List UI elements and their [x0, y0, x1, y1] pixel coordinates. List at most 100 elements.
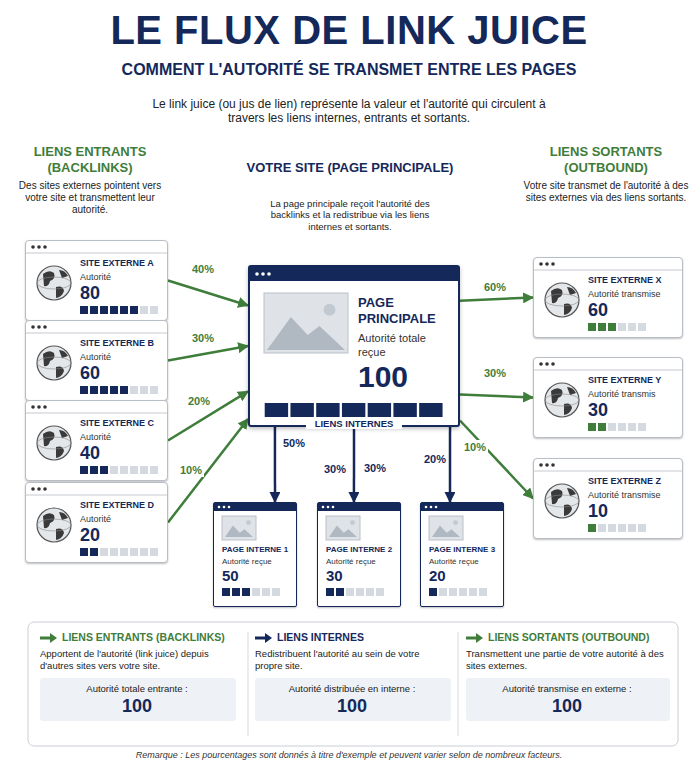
percentage-label: 30% [322, 462, 348, 476]
authority-value: 60 [80, 363, 162, 384]
authority-caption: Autorité totale reçue [358, 331, 450, 359]
summary-text: Transmettent une partie de votre autorit… [466, 648, 668, 672]
external-site-card: SITE EXTERNE C Autorité40 [25, 400, 168, 481]
authority-caption: Autorité reçue [326, 557, 396, 567]
authority-caption: Autorité [80, 271, 162, 283]
authority-value: 30 [326, 567, 396, 585]
external-site-card: SITE EXTERNE YAutorité transmis30 [533, 357, 683, 438]
site-name: SITE EXTERNE B [80, 338, 162, 349]
column-description: Des sites externes pointent vers votre s… [10, 180, 170, 216]
percentage-label: 20% [186, 394, 212, 408]
text-group: Autorité transmise en externe :100 [470, 683, 666, 717]
site-name: SITE EXTERNE A [80, 258, 162, 269]
stat-caption: Autorité transmise en externe : [470, 683, 664, 695]
site-name: SITE EXTERNE D [80, 500, 162, 511]
authority-bar [80, 548, 160, 556]
authority-bar [80, 466, 160, 474]
column-heading: LIENS ENTRANTS (BACKLINKS) [8, 144, 172, 175]
authority-caption: Autorité transmis [588, 388, 677, 400]
authority-caption: Autorité transmise [588, 489, 677, 501]
text-group: SITE EXTERNE X Autorité transmise60 [534, 258, 682, 323]
column-heading: LIENS SORTANTS (OUTBOUND) [520, 144, 692, 175]
authority-value: 20 [429, 567, 499, 585]
authority-value: 100 [358, 359, 450, 395]
authority-value: 20 [80, 525, 162, 546]
text-group: PAGE PRINCIPALE Autorité totale reçue100 [250, 267, 458, 395]
internal-page-box: PAGE INTERNE 2 Autorité reçue30 [317, 502, 401, 607]
text-group: SITE EXTERNE BAutorité60 [26, 321, 167, 386]
stat-box: Autorité transmise en externe :100 [466, 678, 670, 721]
authority-bar [588, 323, 648, 331]
authority-value: 80 [80, 283, 162, 304]
authority-value: 50 [222, 567, 292, 585]
external-site-card: SITE EXTERNE ZAutorité transmise10 [533, 458, 683, 539]
percentage-label: 30% [190, 331, 216, 345]
authority-bar [222, 588, 282, 596]
main-page-box: PAGE PRINCIPALE Autorité totale reçue100 [248, 265, 460, 427]
authority-bar [326, 588, 386, 596]
site-name: SITE EXTERNE C [80, 418, 162, 429]
main-title: LE FLUX DE LINK JUICE [0, 6, 698, 54]
subtitle: COMMENT L'AUTORITÉ SE TRANSMET ENTRE LES… [0, 60, 698, 79]
external-site-card: SITE EXTERNE D Autorité20 [25, 482, 168, 563]
authority-value: 60 [588, 300, 677, 321]
text-group: SITE EXTERNE YAutorité transmis30 [534, 358, 682, 423]
authority-caption: Autorité [80, 513, 162, 525]
authority-value: 30 [588, 400, 677, 421]
column-heading: VOTRE SITE (PAGE PRINCIPALE) [235, 160, 465, 176]
page-name: PAGE INTERNE 1 [222, 545, 292, 555]
summary-text: Apportent de l'autorité (link juice) dep… [40, 648, 234, 672]
link-arrow [460, 395, 533, 398]
summary-heading: LIENS SORTANTS (OUTBOUND) [466, 630, 668, 644]
link-arrow [460, 298, 533, 301]
authority-value: 40 [80, 443, 162, 464]
page-name: PAGE INTERNE 2 [326, 545, 396, 555]
page-name: PAGE PRINCIPALE [358, 295, 450, 327]
percentage-label: 30% [482, 366, 508, 380]
text-group: LIENS SORTANTS (OUTBOUND) Transmettent un… [466, 630, 670, 672]
stat-value: 100 [470, 695, 664, 717]
stat-value: 100 [44, 695, 230, 717]
site-name: SITE EXTERNE X [588, 275, 677, 286]
link-arrow [353, 427, 356, 502]
percentage-label: 20% [422, 452, 448, 466]
authority-bar [80, 306, 160, 314]
authority-bar [588, 524, 648, 532]
summary-text: Redistribuent l'autorité au sein de votr… [255, 648, 449, 672]
authority-caption: Autorité transmise [588, 288, 677, 300]
authority-caption: Autorité [80, 431, 162, 443]
intro-text: Le link juice (ou jus de lien) représent… [134, 97, 564, 126]
summary-column: LIENS SORTANTS (OUTBOUND) Transmettent un… [466, 630, 670, 721]
authority-bar [80, 386, 160, 394]
text-group: SITE EXTERNE ZAutorité transmise10 [534, 459, 682, 524]
text-group: LIENS INTERNESRedistribuent l'autorité a… [255, 630, 451, 672]
authority-bar [588, 423, 648, 431]
external-site-card: SITE EXTERNE X Autorité transmise60 [533, 257, 683, 338]
percentage-label: 10% [462, 440, 488, 454]
authority-bar [429, 588, 489, 596]
link-arrow [449, 427, 452, 502]
box-illustration [250, 267, 458, 425]
text-group: Autorité totale entrante :100 [44, 683, 232, 717]
authority-bar [264, 403, 444, 417]
text-group: SITE EXTERNE A Autorité80 [26, 241, 167, 306]
external-site-card: SITE EXTERNE BAutorité60 [25, 320, 168, 401]
link-arrow [168, 281, 248, 306]
external-site-card: SITE EXTERNE A Autorité80 [25, 240, 168, 321]
authority-caption: Autorité reçue [222, 557, 292, 567]
stat-box: Autorité distribuée en interne :100 [255, 678, 451, 721]
link-arrow [274, 427, 277, 502]
footnote: Remarque : Les pourcentages sont donnés … [0, 750, 698, 761]
summary-heading: LIENS ENTRANTS (BACKLINKS) [40, 630, 234, 644]
authority-caption: Autorité reçue [429, 557, 499, 567]
percentage-label: 50% [281, 436, 307, 450]
text-group: PAGE INTERNE 1 Autorité reçue50 [214, 503, 296, 585]
authority-value: 10 [588, 501, 677, 522]
summary-column: LIENS ENTRANTS (BACKLINKS) Apportent de l… [40, 630, 236, 721]
stat-value: 100 [259, 695, 445, 717]
link-arrow [460, 421, 533, 499]
text-group: Autorité distribuée en interne :100 [259, 683, 447, 717]
stat-box: Autorité totale entrante :100 [40, 678, 236, 721]
text-group: PAGE INTERNE 2 Autorité reçue30 [318, 503, 400, 585]
